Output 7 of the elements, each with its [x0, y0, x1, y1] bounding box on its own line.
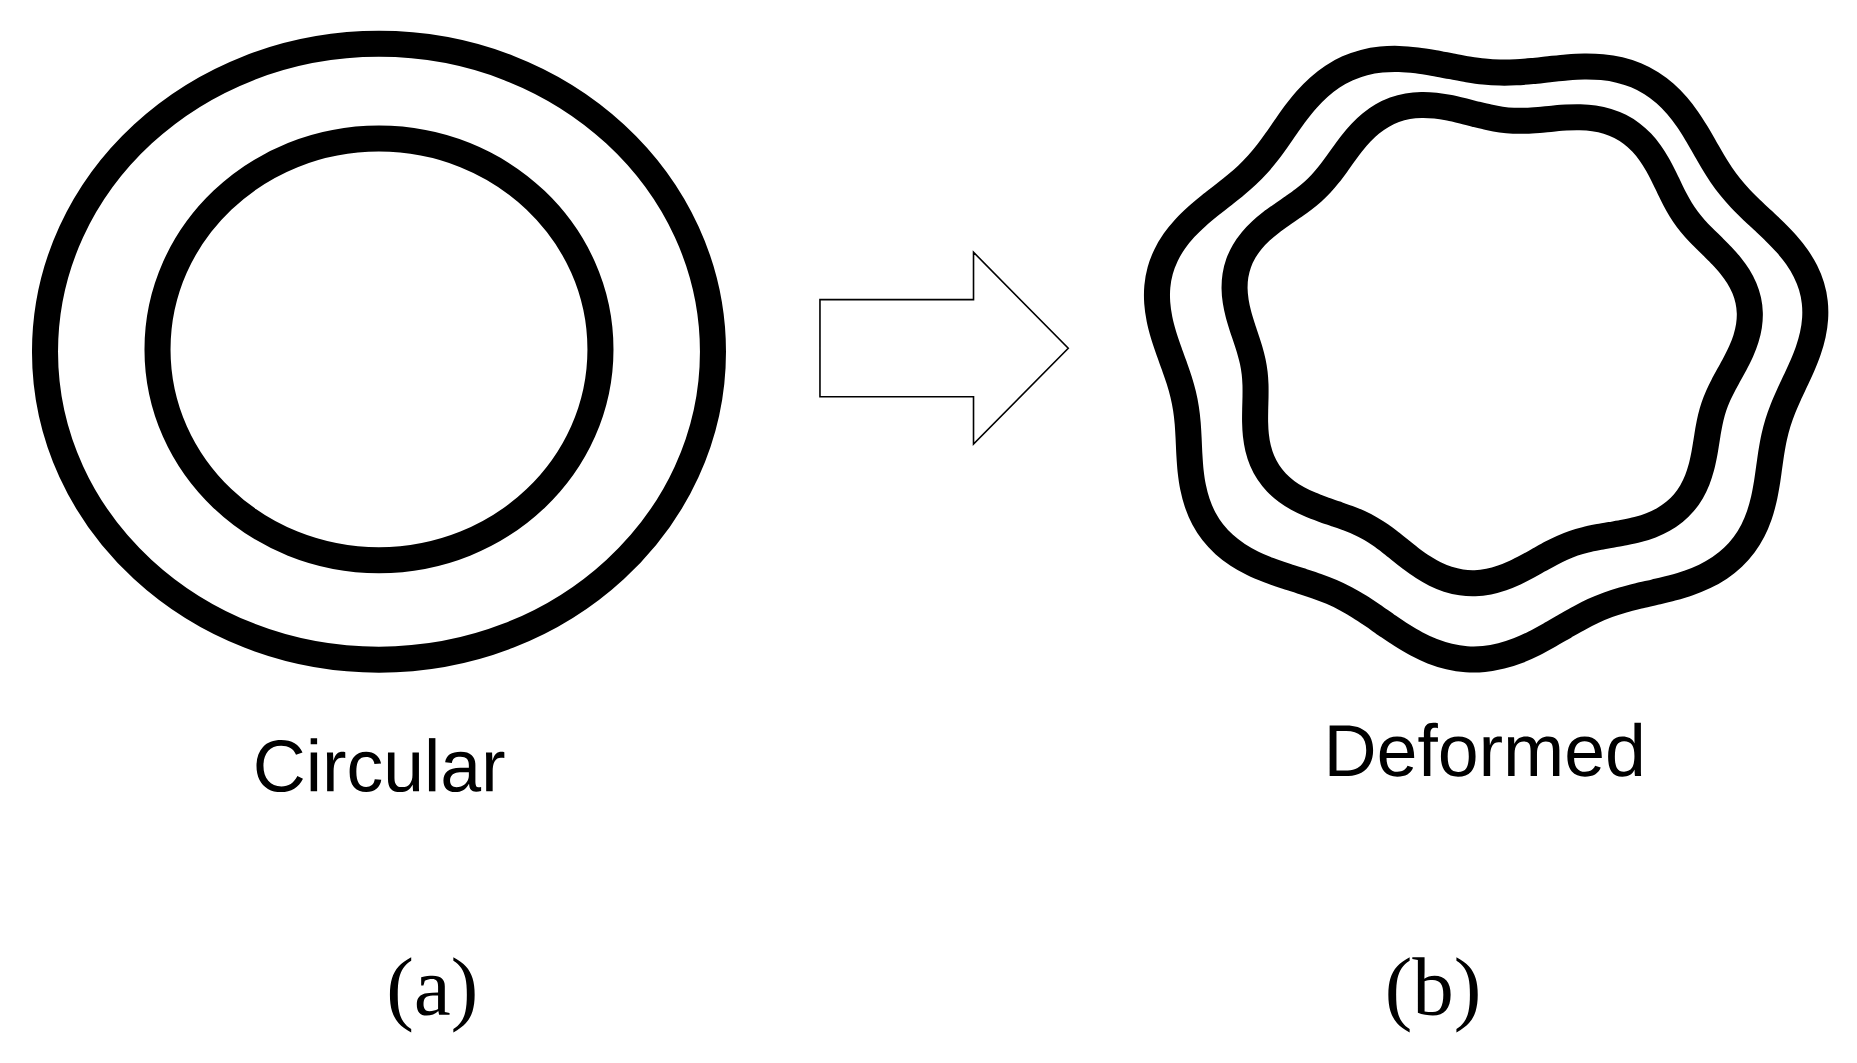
ring-drawing: Circular: [31, 30, 726, 793]
ring-drawing: Deformed: [1144, 45, 1829, 777]
node-label: Circular: [256, 738, 505, 793]
node-label: Deformed: [1329, 722, 1642, 777]
panel-label: (b): [1388, 957, 1478, 1033]
block-arrow: [819, 250, 1070, 447]
panel-label: (a): [389, 957, 475, 1033]
